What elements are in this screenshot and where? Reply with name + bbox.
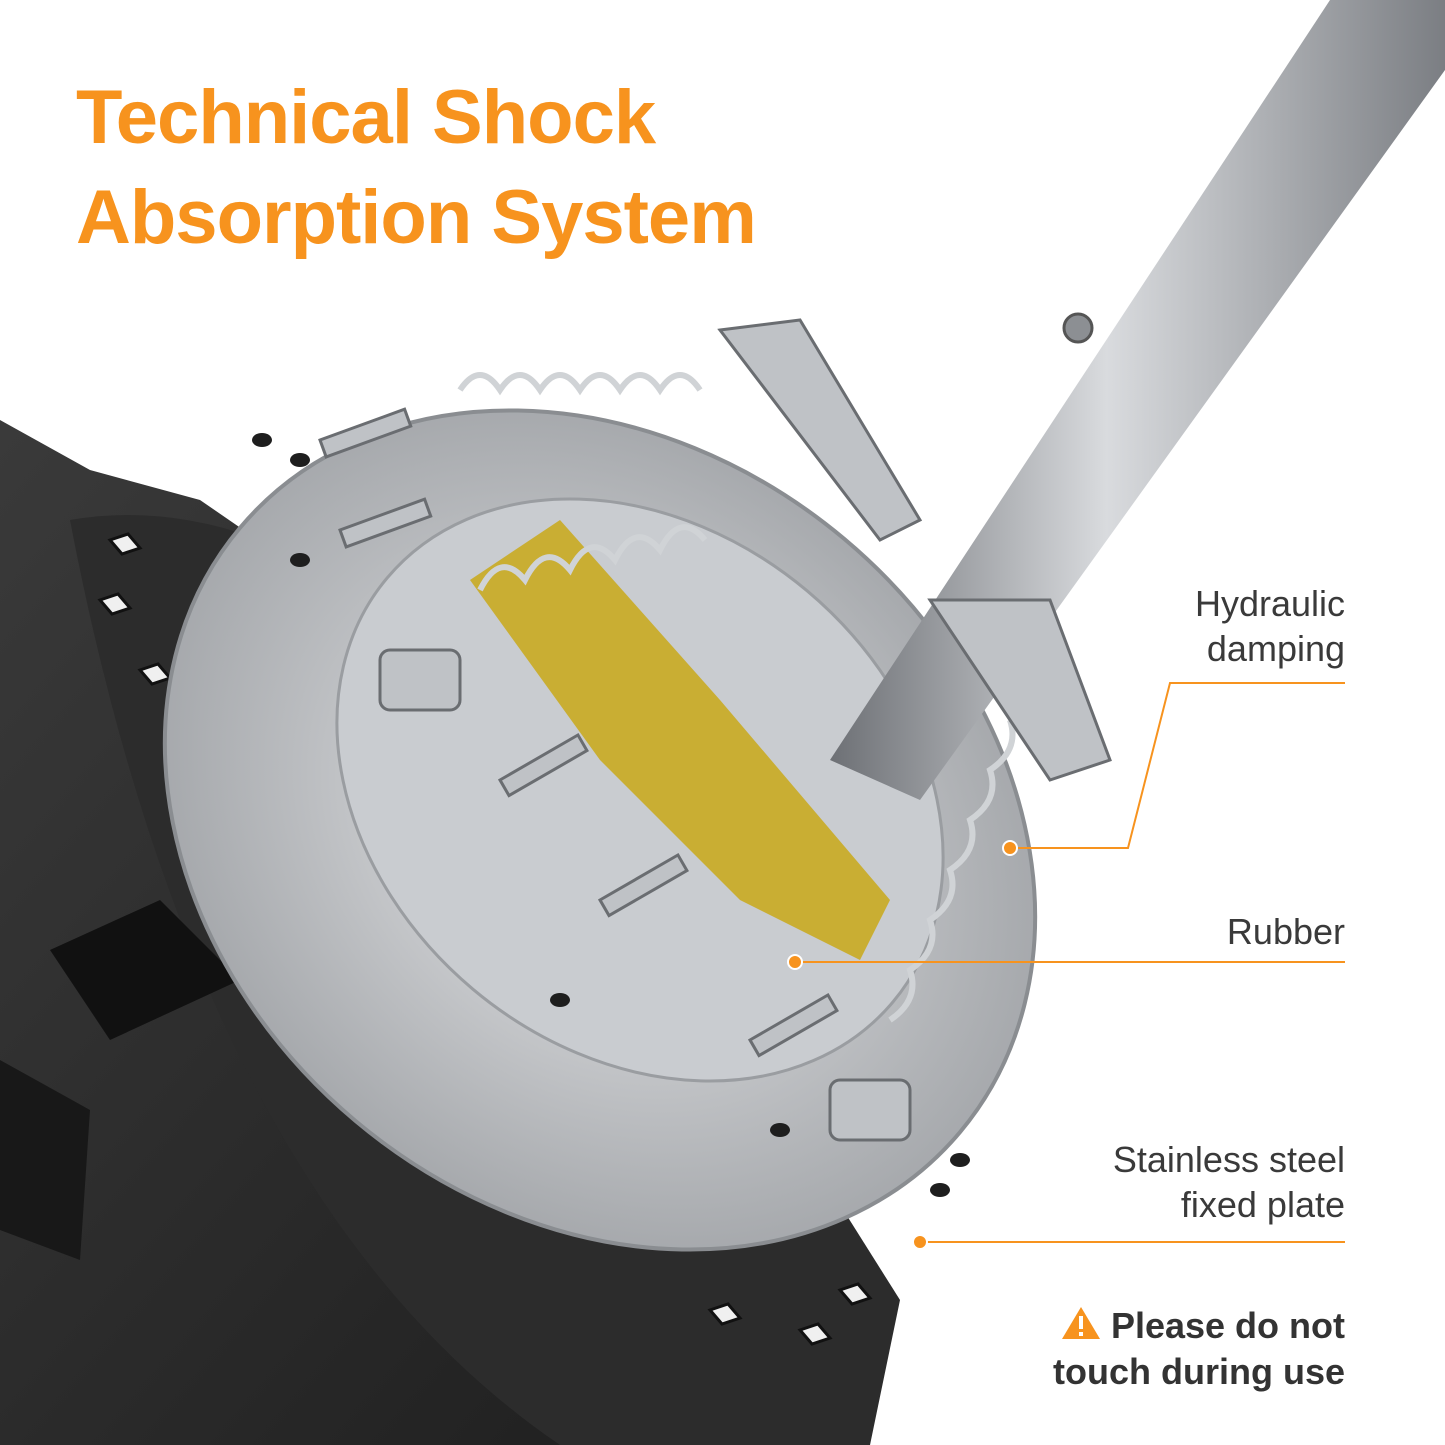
springs bbox=[457, 372, 1016, 1023]
bolts bbox=[318, 318, 1112, 1142]
callout-dot-plate bbox=[912, 1234, 928, 1250]
title-line-2: Absorption System bbox=[76, 175, 757, 260]
callout-hydraulic-damping: Hydraulic damping bbox=[1195, 581, 1345, 671]
warning-text-line-1: Please do not bbox=[1110, 1305, 1345, 1346]
rubber-block bbox=[470, 520, 890, 960]
title-line-1: Technical Shock bbox=[76, 75, 656, 160]
page-title: Technical Shock Absorption System bbox=[76, 68, 757, 268]
callout-stainless-steel-plate: Stainless steel fixed plate bbox=[1113, 1137, 1345, 1227]
callout-dot-rubber bbox=[787, 954, 803, 970]
warning-triangle-icon bbox=[1061, 1306, 1101, 1350]
callout-label: Hydraulic bbox=[1194, 583, 1345, 624]
callout-label: Stainless steel bbox=[1112, 1139, 1345, 1180]
callout-label: Rubber bbox=[1226, 911, 1345, 952]
shaft bbox=[830, 0, 1445, 800]
warning-note: Please do not touch during use bbox=[1053, 1304, 1345, 1394]
warning-text-line-2: touch during use bbox=[1053, 1351, 1345, 1392]
callout-line-hydraulic bbox=[1010, 682, 1345, 849]
callout-rubber: Rubber bbox=[1227, 909, 1345, 954]
callout-lines bbox=[795, 682, 1345, 1243]
callout-label: damping bbox=[1206, 628, 1345, 669]
callout-dot-hydraulic bbox=[1002, 840, 1018, 856]
callout-label: fixed plate bbox=[1180, 1184, 1345, 1225]
